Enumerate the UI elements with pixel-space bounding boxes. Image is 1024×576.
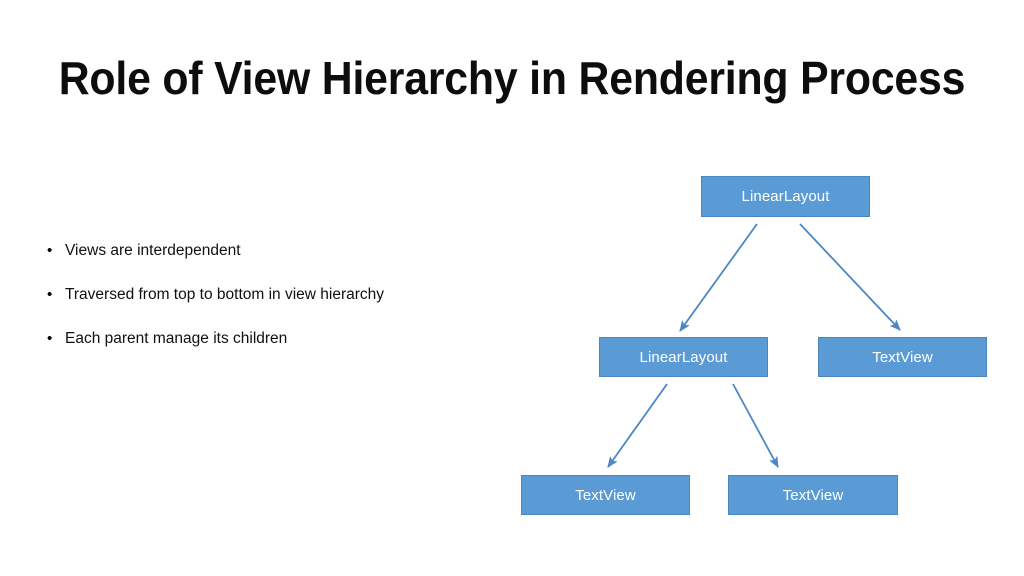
page-title: Role of View Hierarchy in Rendering Proc… xyxy=(58,52,966,104)
bullet-point-icon: • xyxy=(47,242,53,259)
list-item: • Views are interdependent xyxy=(40,240,490,262)
edge-linearlayout-to-textview-right xyxy=(732,383,779,468)
list-item: • Traversed from top to bottom in view h… xyxy=(40,284,490,306)
node-linearlayout-root[interactable]: LinearLayout xyxy=(701,176,870,217)
node-textview-right[interactable]: TextView xyxy=(818,337,987,377)
bullet-list: • Views are interdependent • Traversed f… xyxy=(40,240,490,372)
bullet-point-icon: • xyxy=(47,286,53,303)
bullet-point-icon: • xyxy=(47,330,53,347)
edge-root-to-linearlayout xyxy=(679,223,758,332)
list-item: • Each parent manage its children xyxy=(40,328,490,350)
node-linearlayout-child[interactable]: LinearLayout xyxy=(599,337,768,377)
edge-root-to-textview xyxy=(799,223,901,331)
node-textview-bottom-left[interactable]: TextView xyxy=(521,475,690,515)
edge-linearlayout-to-textview-left xyxy=(607,383,668,468)
list-item-label: Views are interdependent xyxy=(65,242,241,259)
list-item-label: Traversed from top to bottom in view hie… xyxy=(65,286,385,303)
list-item-label: Each parent manage its children xyxy=(65,330,288,347)
node-textview-bottom-right[interactable]: TextView xyxy=(728,475,898,515)
